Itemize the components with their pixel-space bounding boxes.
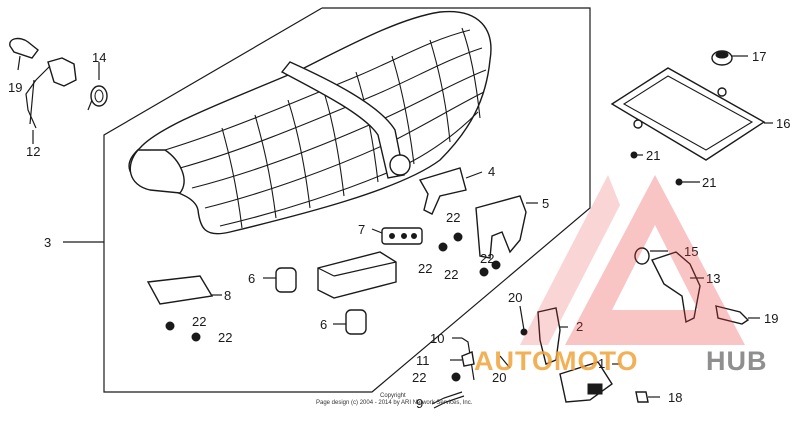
hinge-2 <box>537 307 568 365</box>
callout-9: 9 <box>416 396 423 411</box>
bolt-20-upper <box>519 305 528 336</box>
bolt-18 <box>635 391 660 403</box>
watermark-logo: AUTOMOTO HUB <box>474 175 768 376</box>
callout-labels: 1 2 3 4 5 6 6 7 8 9 10 11 12 13 14 15 16… <box>8 49 790 411</box>
bracket-5 <box>475 195 538 259</box>
callout-22-g: 22 <box>412 370 426 385</box>
callout-2: 2 <box>576 319 583 334</box>
callout-14: 14 <box>92 50 106 65</box>
callout-22-e: 22 <box>192 314 206 329</box>
bolt-20-lower <box>499 355 511 369</box>
callout-22-c: 22 <box>444 267 458 282</box>
rod-10 <box>452 337 475 381</box>
callout-20-lower: 20 <box>492 370 506 385</box>
plate-8 <box>146 275 222 305</box>
callout-13: 13 <box>706 271 720 286</box>
callout-21-lower: 21 <box>702 175 716 190</box>
seat <box>128 10 492 235</box>
watermark-triangle <box>565 175 745 345</box>
watermark-text-auto: AUTOMOTO <box>474 346 639 376</box>
callout-17: 17 <box>752 49 766 64</box>
callout-3: 3 <box>44 235 51 250</box>
callout-20-upper: 20 <box>508 290 522 305</box>
callout-8: 8 <box>224 288 231 303</box>
assembly-outline <box>63 7 591 393</box>
rubber-6-upper <box>263 267 297 293</box>
callout-4: 4 <box>488 164 495 179</box>
callout-22-f: 22 <box>218 330 232 345</box>
nut-22-group <box>165 232 501 382</box>
cable-9 <box>431 391 465 409</box>
cable-holder-7 <box>371 227 423 245</box>
latch-1 <box>559 361 620 403</box>
callout-6-upper: 6 <box>248 271 255 286</box>
callout-21-upper: 21 <box>646 148 660 163</box>
callout-19-left: 19 <box>8 80 22 95</box>
tray-16 <box>610 67 773 161</box>
callout-1: 1 <box>598 356 605 371</box>
callout-22-b: 22 <box>418 261 432 276</box>
callout-18: 18 <box>668 390 682 405</box>
tool-box <box>317 251 397 299</box>
watermark-text-hub: HUB <box>706 346 768 376</box>
bolt-21-group <box>630 151 700 186</box>
copyright-line-2: Page design (c) 2004 - 2014 by ARI Netwo… <box>316 400 473 406</box>
bracket-4 <box>418 167 483 215</box>
copyright-notice: Copyright Page design (c) 2004 - 2014 by… <box>316 393 473 406</box>
lock-bracket-13 <box>651 251 704 324</box>
watermark-triangle-inner <box>520 175 620 345</box>
callout-12: 12 <box>26 144 40 159</box>
callout-16: 16 <box>776 116 790 131</box>
callout-7: 7 <box>358 222 365 237</box>
spring-15 <box>634 247 668 265</box>
key-19 <box>715 305 760 325</box>
callout-15: 15 <box>684 244 698 259</box>
callout-11: 11 <box>416 353 430 368</box>
callout-5: 5 <box>542 196 549 211</box>
copyright-line-1: Copyright <box>380 393 406 399</box>
grommet-17 <box>711 50 748 66</box>
clip-11 <box>450 351 475 367</box>
callout-22-a: 22 <box>446 210 460 225</box>
spring-14 <box>87 62 108 111</box>
callout-19-right: 19 <box>764 311 778 326</box>
seat-lock-12 <box>9 37 77 144</box>
callout-6-lower: 6 <box>320 317 327 332</box>
callout-22-d: 22 <box>480 251 494 266</box>
rubber-6-lower <box>333 309 367 335</box>
callout-10: 10 <box>430 331 444 346</box>
